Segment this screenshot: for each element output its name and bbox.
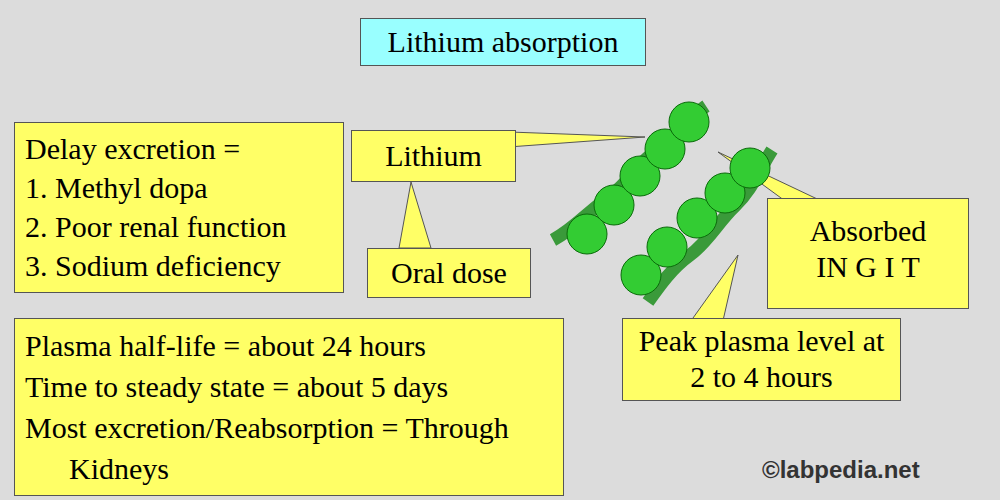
callout-box: Absorbed IN G I T	[767, 198, 969, 309]
box-text: 3. Sodium deficiency	[25, 246, 333, 285]
watermark: ©labpedia.net	[762, 456, 920, 484]
lithium-particle	[647, 227, 687, 267]
box-text: Peak plasma level at 2 to 4 hours	[629, 323, 894, 395]
fact-box: Plasma half-life = about 24 hoursTime to…	[14, 318, 564, 496]
callout-box: Peak plasma level at 2 to 4 hours	[622, 318, 901, 401]
lithium-particle	[730, 148, 770, 188]
box-text: Oral dose	[374, 251, 524, 295]
box-text: Lithium	[358, 133, 509, 179]
box-text: Most excretion/Reabsorption = Through Ki…	[25, 407, 553, 489]
box-text: Absorbed IN G I T	[801, 213, 936, 285]
box-text: 1. Methyl dopa	[25, 168, 333, 207]
box-text: Plasma half-life = about 24 hours	[25, 325, 553, 366]
callout-box: Lithium	[351, 130, 516, 182]
box-text: Delay excretion =	[25, 129, 333, 168]
connector-layer	[399, 182, 431, 248]
box-text: Time to steady state = about 5 days	[25, 366, 553, 407]
callout-pointer	[399, 182, 431, 248]
lithium-particle	[669, 102, 709, 142]
box-text: Lithium absorption	[367, 20, 639, 64]
callout-box: Oral dose	[367, 248, 531, 298]
callout-pointer	[688, 255, 738, 325]
title-box: Lithium absorption	[360, 18, 646, 66]
factor-box: Delay excretion =1. Methyl dopa2. Poor r…	[14, 122, 344, 293]
box-text: 2. Poor renal function	[25, 207, 333, 246]
